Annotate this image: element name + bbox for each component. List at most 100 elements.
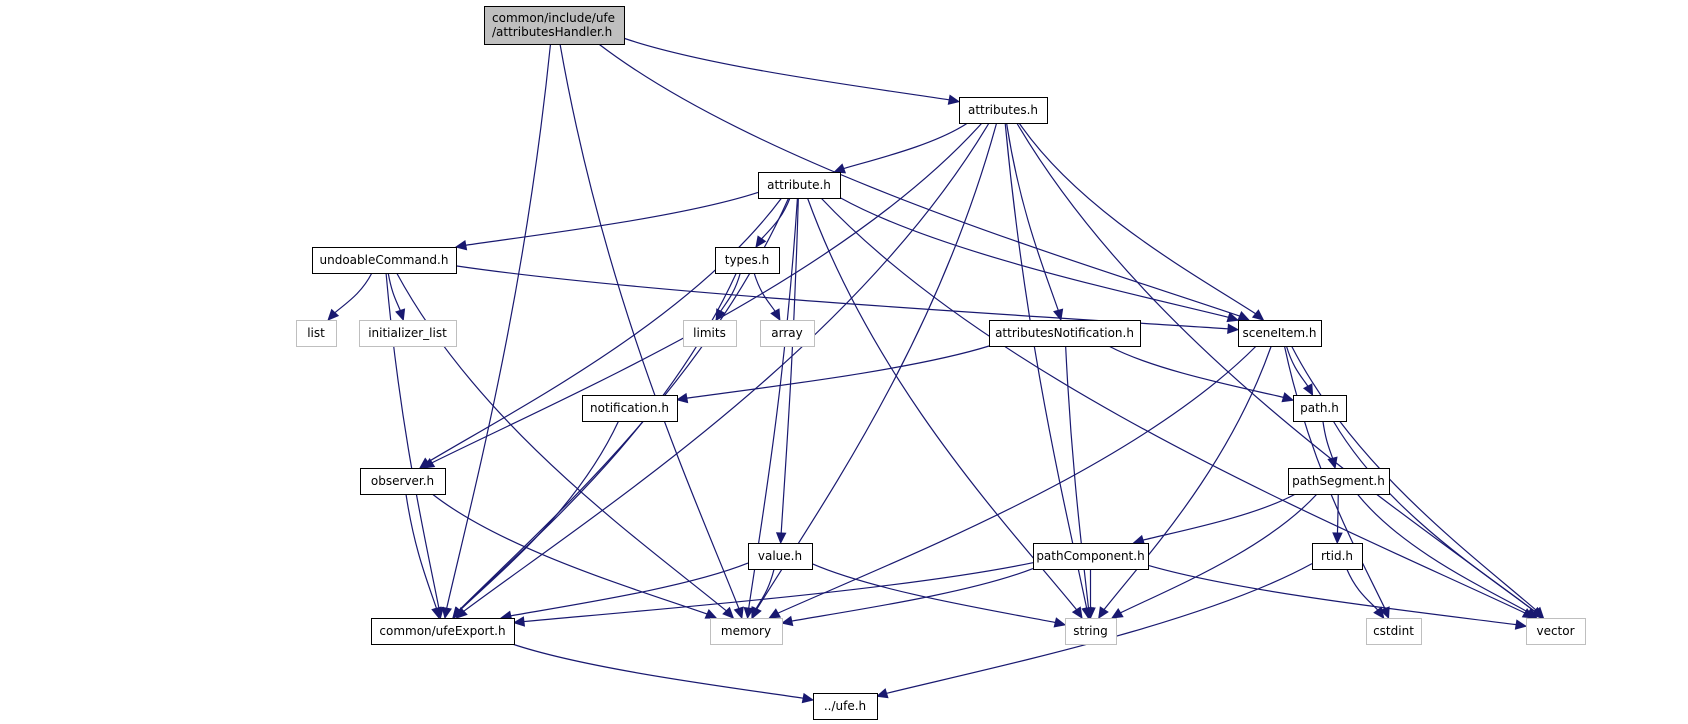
node-rtid[interactable]: rtid.h xyxy=(1312,543,1363,570)
node-box xyxy=(1065,618,1117,645)
edge-line xyxy=(777,345,1257,614)
node-label: value.h xyxy=(758,549,802,563)
arrowhead-icon xyxy=(704,608,718,619)
edge-line xyxy=(1336,493,1339,534)
arrowhead-icon xyxy=(1110,608,1124,619)
arrowhead-icon xyxy=(1237,311,1250,321)
arrowhead-icon xyxy=(1053,308,1064,322)
edge-attributes-to-sceneItem xyxy=(1018,122,1265,321)
node-pathComponent[interactable]: pathComponent.h xyxy=(1033,543,1149,570)
arrowhead-icon xyxy=(512,616,526,627)
edge-pathSegment-to-string xyxy=(1110,493,1318,619)
arrowhead-icon xyxy=(768,608,782,619)
edge-attributesNotification-to-notification xyxy=(675,345,990,404)
edges-layer xyxy=(327,37,1545,704)
edge-sceneItem-to-path xyxy=(1285,345,1314,397)
edge-attributesNotification-to-path xyxy=(1108,345,1295,403)
node-attribute[interactable]: attribute.h xyxy=(758,172,841,199)
edge-pathComponent-to-vector xyxy=(1147,564,1528,630)
node-ufe[interactable]: ../ufe.h xyxy=(813,693,878,720)
arrowhead-icon xyxy=(1514,619,1528,630)
edge-line xyxy=(512,643,804,699)
edge-line xyxy=(455,265,1229,330)
edge-line xyxy=(748,197,799,609)
edge-path-to-pathSegment xyxy=(1322,420,1338,470)
edge-line xyxy=(843,122,968,170)
node-label: undoableCommand.h xyxy=(320,253,449,267)
edge-line xyxy=(820,197,1526,614)
edge-observer-to-ufeExport xyxy=(405,493,442,620)
edge-line xyxy=(1142,493,1296,541)
node-box xyxy=(1238,320,1322,347)
edge-path-to-vector xyxy=(1332,420,1543,619)
arrowhead-icon xyxy=(395,308,406,322)
node-label: limits xyxy=(693,326,726,340)
node-label: string xyxy=(1073,624,1107,638)
edge-line xyxy=(1120,493,1318,614)
node-label: notification.h xyxy=(590,401,669,415)
edge-line xyxy=(1322,420,1334,459)
node-box xyxy=(484,6,625,45)
edge-line xyxy=(387,272,401,311)
node-label: path.h xyxy=(1300,401,1339,415)
node-box xyxy=(359,320,457,347)
node-box xyxy=(1033,543,1149,570)
node-memory: memory xyxy=(710,618,783,645)
arrowhead-icon xyxy=(801,692,815,704)
edge-types-to-limits xyxy=(715,272,741,322)
arrowhead-icon xyxy=(833,163,847,174)
node-box xyxy=(683,320,737,347)
node-attributes[interactable]: attributes.h xyxy=(959,97,1048,124)
arrowhead-icon xyxy=(675,392,689,404)
edge-attribute-to-observer xyxy=(418,197,783,469)
node-box xyxy=(813,693,878,720)
edge-sceneItem-to-cstdint xyxy=(1283,345,1390,620)
node-label: types.h xyxy=(725,253,769,267)
node-label: cstdint xyxy=(1373,624,1414,638)
arrowhead-icon xyxy=(1525,607,1538,619)
edge-line xyxy=(753,272,776,312)
node-value[interactable]: value.h xyxy=(748,543,813,570)
edge-sceneItem-to-memory xyxy=(768,345,1257,619)
edge-line xyxy=(1016,122,1535,612)
arrowhead-icon xyxy=(947,94,961,105)
node-ufeExport[interactable]: common/ufeExport.h xyxy=(371,618,515,645)
node-string: string xyxy=(1065,618,1117,645)
node-path[interactable]: path.h xyxy=(1293,395,1347,422)
node-label: vector xyxy=(1536,624,1574,638)
arrowhead-icon xyxy=(875,688,889,699)
node-label: rtid.h xyxy=(1321,549,1353,563)
edge-line xyxy=(1108,345,1284,398)
edge-attributesHandler-to-ufeExport xyxy=(441,43,552,620)
node-types[interactable]: types.h xyxy=(715,247,780,274)
edge-line xyxy=(623,37,950,101)
node-notification[interactable]: notification.h xyxy=(582,395,678,422)
node-label: attributes.h xyxy=(968,103,1038,117)
node-label: ../ufe.h xyxy=(824,699,866,713)
node-label: attribute.h xyxy=(767,178,831,192)
arrowhead-icon xyxy=(1098,606,1109,620)
node-box xyxy=(715,247,780,274)
edge-line xyxy=(1004,122,1088,609)
edge-line xyxy=(686,345,990,399)
node-undoableCommand[interactable]: undoableCommand.h xyxy=(312,247,457,274)
node-pathSegment[interactable]: pathSegment.h xyxy=(1288,468,1390,495)
node-label: array xyxy=(771,326,802,340)
edge-line xyxy=(431,493,708,615)
node-observer[interactable]: observer.h xyxy=(360,468,446,495)
node-attributesNotification[interactable]: attributesNotification.h xyxy=(989,320,1141,347)
node-initializer_list: initializer_list xyxy=(359,320,457,347)
edge-attribute-to-types xyxy=(755,197,791,249)
arrowhead-icon xyxy=(1530,606,1543,619)
node-attributesHandler[interactable]: common/include/ufe/attributesHandler.h xyxy=(484,6,625,45)
node-cstdint: cstdint xyxy=(1366,618,1422,645)
node-sceneItem[interactable]: sceneItem.h xyxy=(1238,320,1322,347)
edge-pathSegment-to-pathComponent xyxy=(1132,493,1296,546)
edge-attribute-to-undoableCommand xyxy=(454,191,759,251)
edge-attribute-to-sceneItem xyxy=(839,197,1240,323)
node-list: list xyxy=(296,320,337,347)
edge-line xyxy=(446,43,552,609)
node-label: common/include/ufe xyxy=(492,11,615,25)
edge-attribute-to-memory xyxy=(743,197,799,620)
